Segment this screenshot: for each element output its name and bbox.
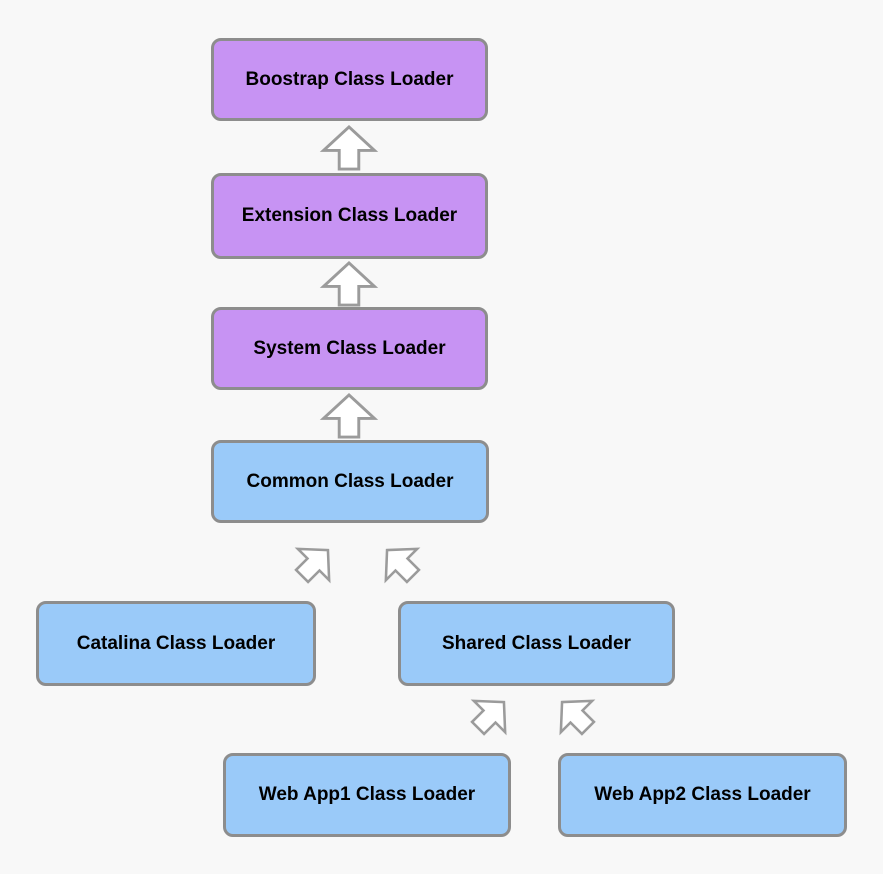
node-shared-class-loader: Shared Class Loader [398,601,675,686]
up-arrow-icon [319,260,379,307]
node-extension-label: Extension Class Loader [241,205,458,226]
up-left-arrow-webapp2-to-shared [551,695,599,736]
up-right-arrow-webapp1-to-shared [467,695,515,736]
up-left-arrow-icon [559,699,596,736]
node-shared-label: Shared Class Loader [441,632,632,654]
node-common-class-loader: Common Class Loader [211,440,489,523]
node-system-class-loader: System Class Loader [211,307,488,390]
node-bootstrap-label: Boostrap Class Loader [245,68,454,90]
node-bootstrap-class-loader: Boostrap Class Loader [211,38,488,121]
up-arrow-icon [319,392,379,439]
node-catalina-label: Catalina Class Loader [76,632,276,654]
node-catalina-class-loader: Catalina Class Loader [36,601,316,686]
up-arrow-common-to-system [319,392,379,439]
up-arrow-icon [319,124,379,171]
node-common-label: Common Class Loader [246,470,454,492]
up-left-arrow-icon [384,547,421,584]
up-left-arrow-shared-to-common [376,543,424,584]
node-webapp2-class-loader: Web App2 Class Loader [558,753,847,837]
up-right-arrow-icon [470,699,507,736]
node-webapp1-label: Web App1 Class Loader [258,784,476,805]
up-right-arrow-icon [294,547,331,584]
up-arrow-extension-to-bootstrap [319,124,379,171]
up-right-arrow-catalina-to-common [291,543,339,584]
up-arrow-system-to-extension [319,260,379,307]
node-system-label: System Class Loader [253,337,446,359]
node-extension-class-loader: Extension Class Loader [211,173,488,259]
node-webapp1-class-loader: Web App1 Class Loader [223,753,511,837]
node-webapp2-label: Web App2 Class Loader [594,784,811,805]
